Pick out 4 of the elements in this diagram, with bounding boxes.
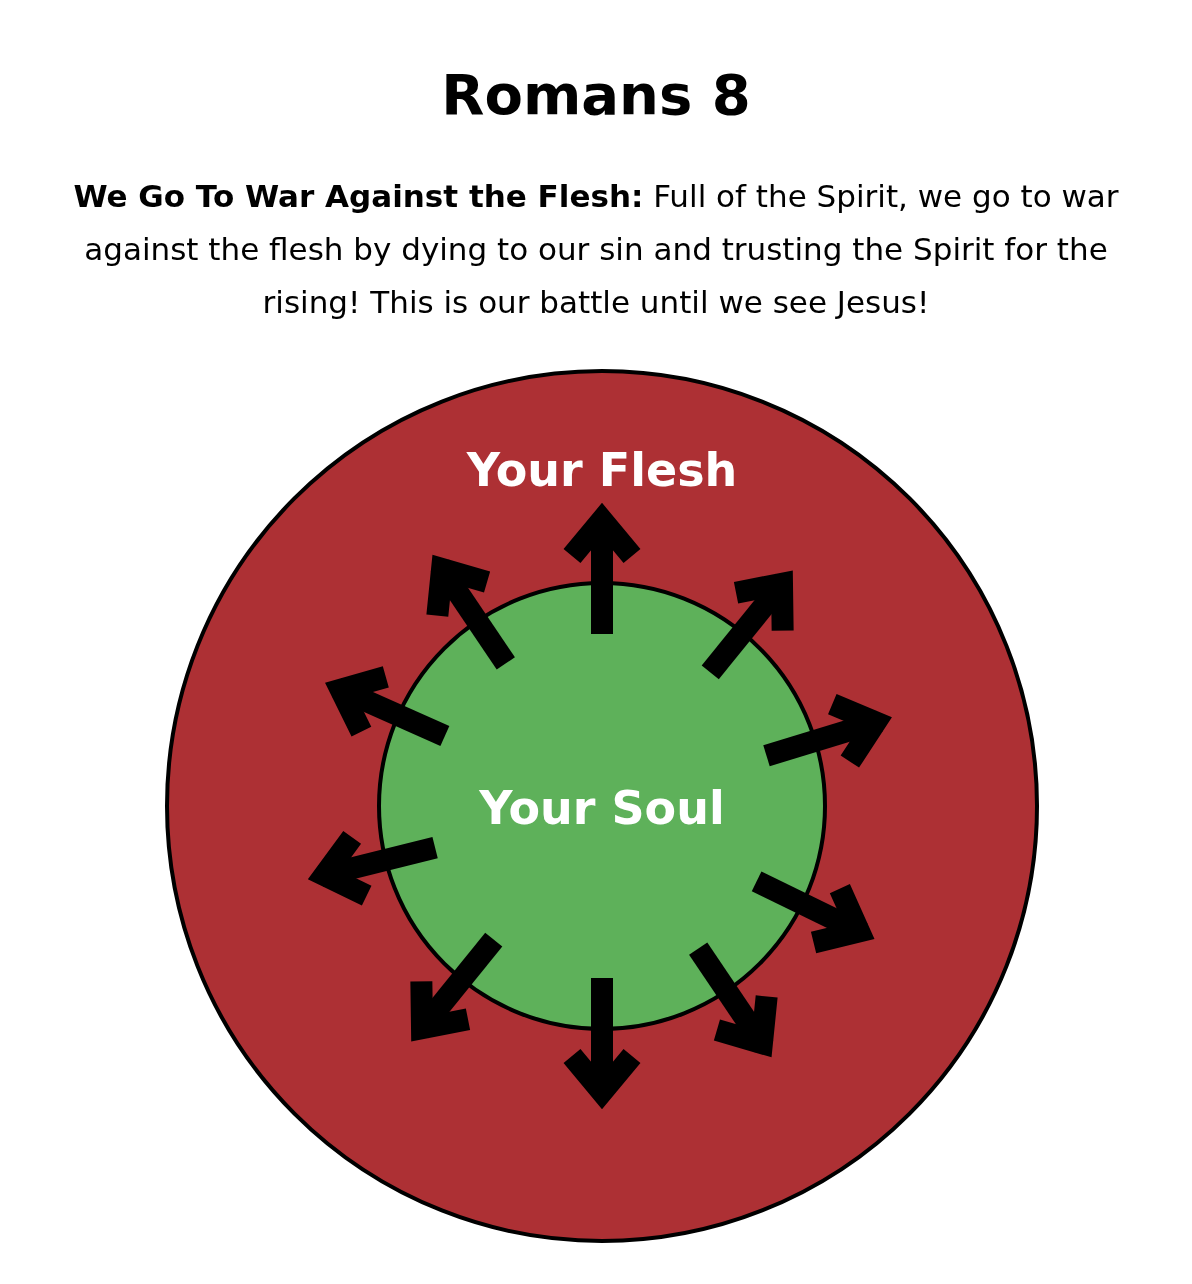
title: Romans 8 — [440, 62, 752, 127]
circle-label: Your Flesh — [465, 443, 739, 497]
caption: We Go To War Against the Flesh: Full of the Spirit, we go to war against the flesh by dying to our sin and trusting the Spirit for the rising! This is our battle until we see Jesus! — [72, 177, 1120, 322]
circle-label: Your Soul — [478, 781, 726, 835]
